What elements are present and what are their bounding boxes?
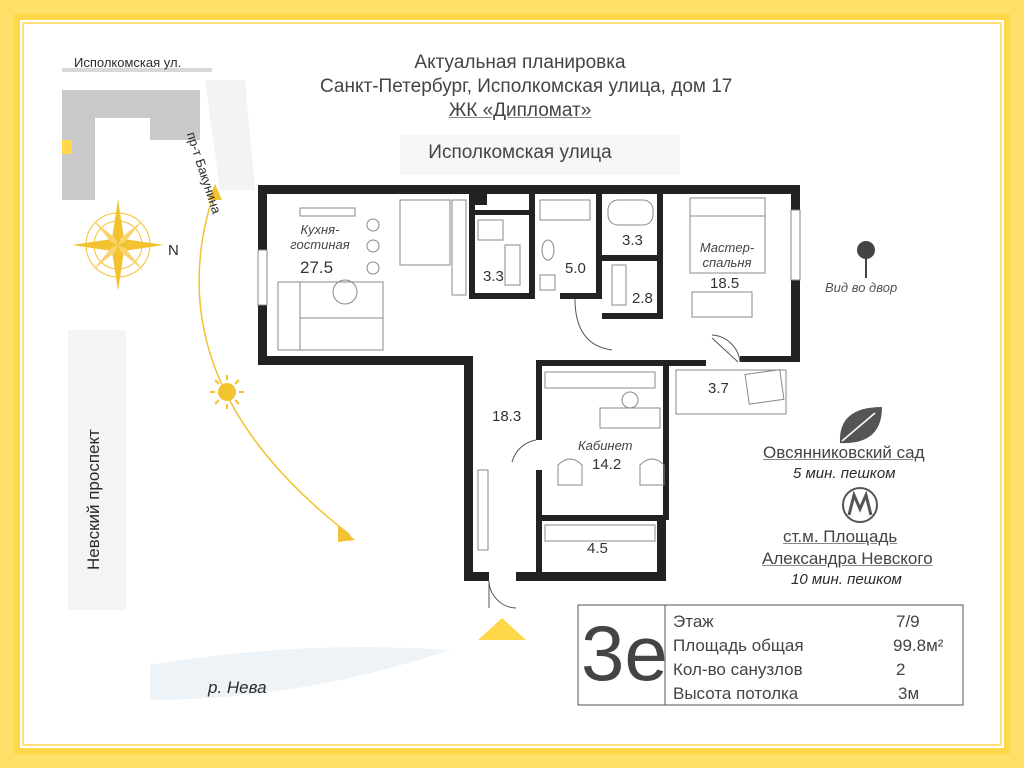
arrow-down-icon	[338, 525, 355, 542]
entry-arrow-icon	[478, 618, 526, 640]
spec-label-area: Площадь общая	[673, 636, 804, 655]
room-balcony-area: 3.7	[708, 380, 729, 397]
room-closet-area: 2.8	[632, 290, 653, 307]
garden-time: 5 мин. пешком	[793, 465, 896, 482]
door-arc-2	[711, 334, 741, 363]
page-title: Актуальная планировка	[414, 52, 626, 73]
sun-path	[198, 189, 351, 536]
compass-icon	[72, 199, 164, 291]
metro-icon	[842, 487, 878, 523]
complex-link[interactable]: ЖК «Дипломат»	[448, 100, 592, 121]
room-hall-area: 18.3	[492, 408, 522, 425]
spec-label-height: Высота потолка	[673, 684, 799, 703]
inner-frame	[22, 22, 1002, 746]
room-master-name: Мастер- спальня	[699, 240, 755, 270]
spec-label-floor: Этаж	[673, 612, 714, 631]
river-shape	[150, 647, 450, 700]
furniture	[277, 197, 787, 551]
apartment-code: 3е	[581, 609, 668, 697]
spec-table-frame	[577, 604, 964, 706]
sun-icon	[210, 375, 244, 409]
garden-name: Овсянниковский сад	[763, 443, 925, 462]
address: Санкт-Петербург, Исполкомская улица, дом…	[320, 76, 733, 97]
room-kitchen-name: Кухня- гостиная	[290, 222, 350, 252]
river-label: р. Нева	[208, 678, 267, 697]
spec-value-area: 99.8м²	[893, 636, 944, 655]
nevsky-strip	[68, 330, 126, 610]
building-marker	[62, 140, 72, 154]
room-kitchen-area: 27.5	[300, 258, 334, 277]
room-bath1-area: 3.3	[483, 268, 504, 285]
view-label: Вид во двор	[825, 280, 898, 295]
window-right	[790, 209, 801, 281]
street-top-left-label: Исполкомская ул.	[74, 55, 182, 70]
room-office-area: 14.2	[592, 456, 622, 473]
room-bath2-area: 5.0	[565, 260, 586, 277]
spec-value-baths: 2	[896, 660, 906, 679]
window	[257, 249, 268, 306]
entry-door-arc	[488, 580, 517, 609]
spec-value-height: 3м	[898, 684, 920, 703]
room-storage-area: 4.5	[587, 540, 608, 557]
metro-time: 10 мин. пешком	[791, 571, 902, 588]
location-pin-icon	[857, 241, 875, 278]
door-arc	[574, 298, 613, 351]
room-bath3-area: 3.3	[622, 232, 643, 249]
building-block	[62, 90, 200, 200]
street-top-label: Исполкомская улица	[428, 142, 612, 163]
bakunina-strip	[205, 80, 255, 190]
street-top-bar	[400, 135, 680, 175]
nevsky-label: Невский проспект	[84, 429, 103, 570]
door-arc-3	[511, 439, 537, 463]
spec-value-floor: 7/9	[896, 612, 920, 631]
metro-name-1: ст.м. Площадь	[783, 527, 898, 546]
room-master-area: 18.5	[710, 275, 740, 292]
metro-name-2: Александра Невского	[762, 549, 933, 568]
room-office-name: Кабинет	[578, 438, 633, 453]
north-label: N	[168, 242, 179, 259]
spec-label-baths: Кол-во санузлов	[673, 660, 803, 679]
leaf-icon	[839, 407, 882, 444]
arrow-up-icon	[208, 184, 222, 200]
street-bar	[62, 68, 212, 72]
